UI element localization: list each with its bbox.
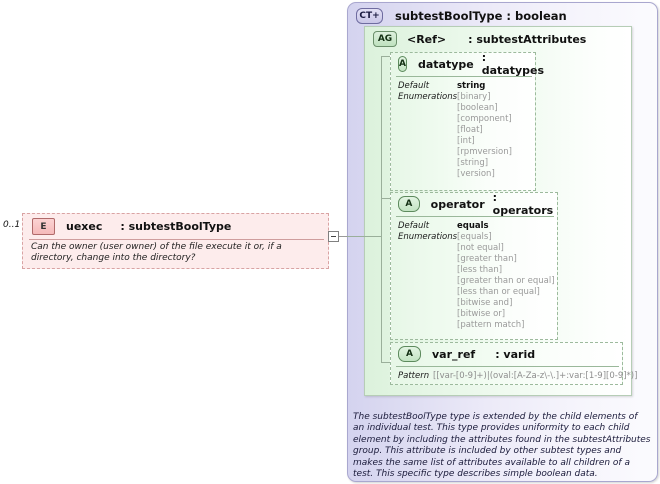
complextype-title: subtestBoolType : boolean xyxy=(395,9,567,23)
attribute-divider xyxy=(396,366,619,367)
connector-bracket-feed xyxy=(347,236,382,237)
complextype-documentation: The subtestBoolType type is extended by … xyxy=(353,412,651,480)
collapse-minus-icon[interactable] xyxy=(328,231,339,242)
element-header: E uexec : subtestBoolType xyxy=(23,214,328,239)
enumeration-item: [less than or equal] xyxy=(457,287,540,297)
facet-value-default: string xyxy=(457,81,486,91)
element-divider xyxy=(29,239,324,240)
enumeration-item: [rpmversion] xyxy=(457,147,512,157)
complextype-expand-icon[interactable]: CT+ xyxy=(356,8,383,24)
connector-bracket-mid xyxy=(381,198,395,199)
element-box[interactable]: E uexec : subtestBoolType Can the owner … xyxy=(22,213,329,269)
attributegroup-header: AG <Ref> : subtestAttributes xyxy=(365,27,631,51)
enumeration-item: [greater than] xyxy=(457,254,517,264)
attribute-divider xyxy=(396,216,554,217)
enumeration-item: [pattern match] xyxy=(457,320,525,330)
attributegroup-icon: AG xyxy=(373,31,397,47)
facet-value-default: equals xyxy=(457,221,489,231)
enumeration-item: [version] xyxy=(457,169,495,179)
enumeration-item: [bitwise or] xyxy=(457,309,506,319)
enumeration-item: [int] xyxy=(457,136,475,146)
element-type: : subtestBoolType xyxy=(120,220,232,233)
enumeration-item: [boolean] xyxy=(457,103,498,113)
attribute-icon: A xyxy=(398,346,421,362)
enumeration-item: [equals] xyxy=(457,232,492,242)
connector-bracket-top xyxy=(381,56,395,57)
element-documentation: Can the owner (user owner) of the file e… xyxy=(31,242,282,263)
attribute-box-operator[interactable]: A operator : operators Default equals En… xyxy=(390,191,558,340)
enumeration-item: [float] xyxy=(457,125,483,135)
attribute-name: operator xyxy=(430,197,485,211)
element-icon: E xyxy=(32,218,55,235)
attribute-box-datatype[interactable]: A datatype : datatypes Default string En… xyxy=(390,51,544,191)
attribute-type: : datatypes xyxy=(481,51,545,77)
connector-bracket-bottom xyxy=(381,362,395,363)
enumeration-item: [not equal] xyxy=(457,243,504,253)
attributegroup-ref: <Ref> xyxy=(407,32,447,46)
attribute-divider xyxy=(396,76,532,77)
attribute-header: A datatype : datatypes xyxy=(391,51,544,77)
facet-label-default: Default xyxy=(398,221,430,231)
attribute-type: : operators xyxy=(492,191,554,217)
connector-bracket-vertical xyxy=(381,56,382,362)
attribute-icon: A xyxy=(398,196,420,212)
complextype-header: CT+ subtestBoolType : boolean xyxy=(348,3,657,29)
enumeration-item: [less than] xyxy=(457,265,503,275)
enumeration-item: [component] xyxy=(457,114,512,124)
element-name: uexec xyxy=(66,220,103,233)
enumeration-item: [binary] xyxy=(457,92,491,102)
attribute-icon: A xyxy=(398,56,407,72)
facet-value-pattern: [[var-[0-9]+)|(oval:[A-Za-z\-\.]+:var:[1… xyxy=(433,371,638,381)
connector-line xyxy=(338,236,350,237)
attribute-box-var-ref[interactable]: A var_ref : varid Pattern [[var-[0-9]+)|… xyxy=(390,342,637,385)
attribute-name: var_ref xyxy=(432,347,476,361)
facet-label-enumerations: Enumerations xyxy=(398,232,458,242)
attributegroup-type: : subtestAttributes xyxy=(468,32,587,46)
attribute-header: A var_ref : varid xyxy=(391,343,622,365)
facet-label-default: Default xyxy=(398,81,430,91)
facet-label-pattern: Pattern xyxy=(398,371,430,381)
attribute-header: A operator : operators xyxy=(391,191,557,217)
facet-label-enumerations: Enumerations xyxy=(398,92,458,102)
attribute-name: datatype xyxy=(417,57,474,71)
attribute-type: : varid xyxy=(495,347,536,361)
occurrence-label: 0..1 xyxy=(3,220,21,230)
enumeration-item: [greater than or equal] xyxy=(457,276,555,286)
enumeration-item: [bitwise and] xyxy=(457,298,513,308)
enumeration-item: [string] xyxy=(457,158,489,168)
